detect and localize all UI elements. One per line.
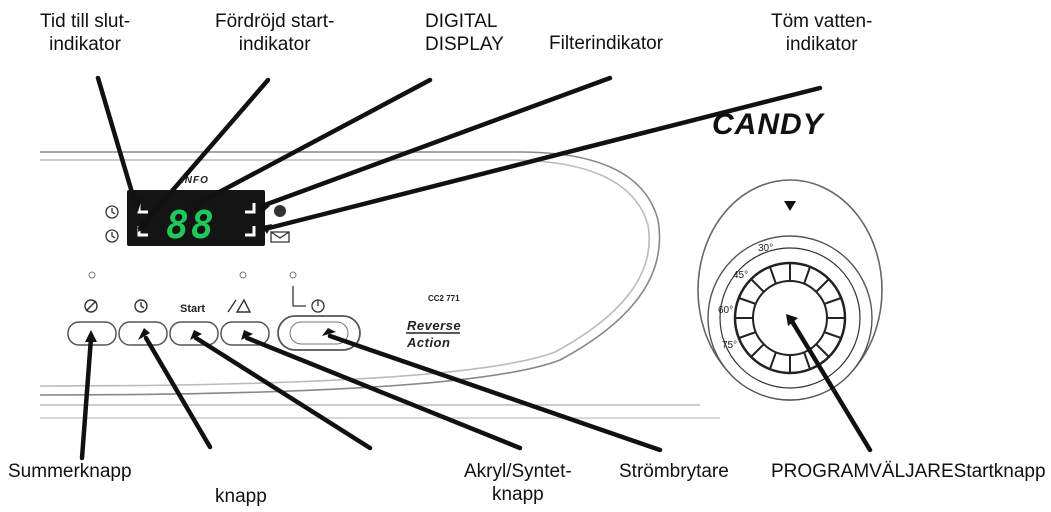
model-number: CC2 771 — [428, 294, 460, 303]
label-buzzer-button: Summerknapp — [8, 461, 132, 482]
label-delayed-start: Fördröjd start-indikator — [215, 11, 335, 55]
reverse-text: Reverse — [407, 318, 462, 333]
filter-icon — [274, 205, 286, 217]
label-acrylic-button: Akryl/Syntet-knapp — [464, 461, 572, 505]
label-button: knapp — [215, 486, 267, 507]
program-dial[interactable] — [697, 179, 883, 401]
brand-logo: CANDY — [712, 108, 824, 141]
button-leds — [88, 271, 297, 279]
leader-lines — [79, 75, 873, 461]
label-program-selector: PROGRAMVÄLJAREStartknapp — [771, 461, 1046, 482]
digital-display-value: 88 — [166, 203, 216, 247]
start-button-label: Start — [180, 303, 206, 315]
dial-number-45: 45° — [733, 270, 749, 281]
label-filter: Filterindikator — [549, 33, 664, 54]
panel-outline — [39, 151, 720, 419]
water-icon — [270, 231, 290, 243]
dial-number-30: 30° — [758, 243, 774, 254]
info-label: INFO — [181, 175, 209, 186]
label-power-switch: Strömbrytare — [619, 461, 729, 482]
button-symbols — [84, 298, 252, 313]
power-symbol — [292, 286, 325, 313]
label-empty-water: Töm vatten-indikator — [771, 11, 873, 55]
arrow-heads — [85, 196, 798, 342]
timer-icons — [105, 205, 119, 243]
label-time-to-end: Tid till slut-indikator — [40, 11, 131, 55]
dial-number-60: 60° — [718, 305, 734, 316]
dial-number-75: 75° — [722, 340, 738, 351]
dial-pointer-icon — [784, 201, 796, 211]
action-text: Action — [407, 335, 451, 350]
